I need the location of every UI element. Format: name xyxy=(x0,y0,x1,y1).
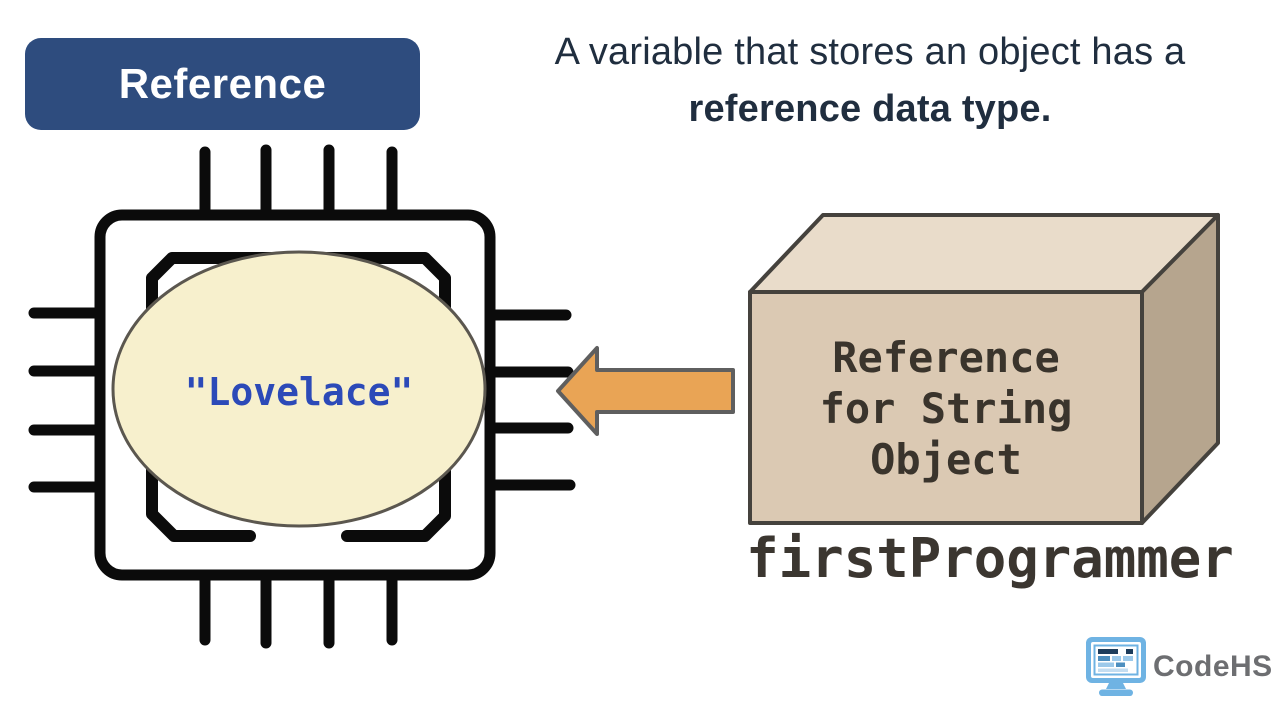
chip-pins-bottom xyxy=(199,569,398,649)
string-object-ellipse xyxy=(111,250,487,528)
reference-box-label: Reference for String Object xyxy=(820,333,1073,484)
reference-box-front-face xyxy=(748,290,1144,525)
headline-line1: A variable that stores an object has a xyxy=(554,31,1186,73)
reference-box-label-line1: Reference xyxy=(832,333,1060,382)
chip-pins-left xyxy=(28,307,106,493)
headline: A variable that stores an object has a r… xyxy=(470,24,1270,138)
reference-box-top-face xyxy=(748,213,1220,294)
codehs-logo: CodeHS xyxy=(1086,637,1273,696)
reference-badge: Reference xyxy=(25,38,420,130)
reference-box-label-line3: Object xyxy=(870,435,1022,484)
string-object-value: "Lovelace" xyxy=(185,370,414,414)
monitor-code-lines xyxy=(1098,649,1133,654)
chip-pins-right xyxy=(484,309,576,491)
codehs-logo-text: CodeHS xyxy=(1153,649,1273,683)
reference-badge-label: Reference xyxy=(118,60,327,107)
codehs-monitor-icon xyxy=(1086,637,1146,696)
variable-name: firstProgrammer xyxy=(746,527,1234,590)
chip-pins-top xyxy=(199,144,398,221)
reference-box-label-line2: for String xyxy=(820,384,1073,433)
headline-line2: reference data type. xyxy=(688,88,1052,130)
reference-box xyxy=(748,213,1220,525)
left-arrow xyxy=(556,346,735,436)
